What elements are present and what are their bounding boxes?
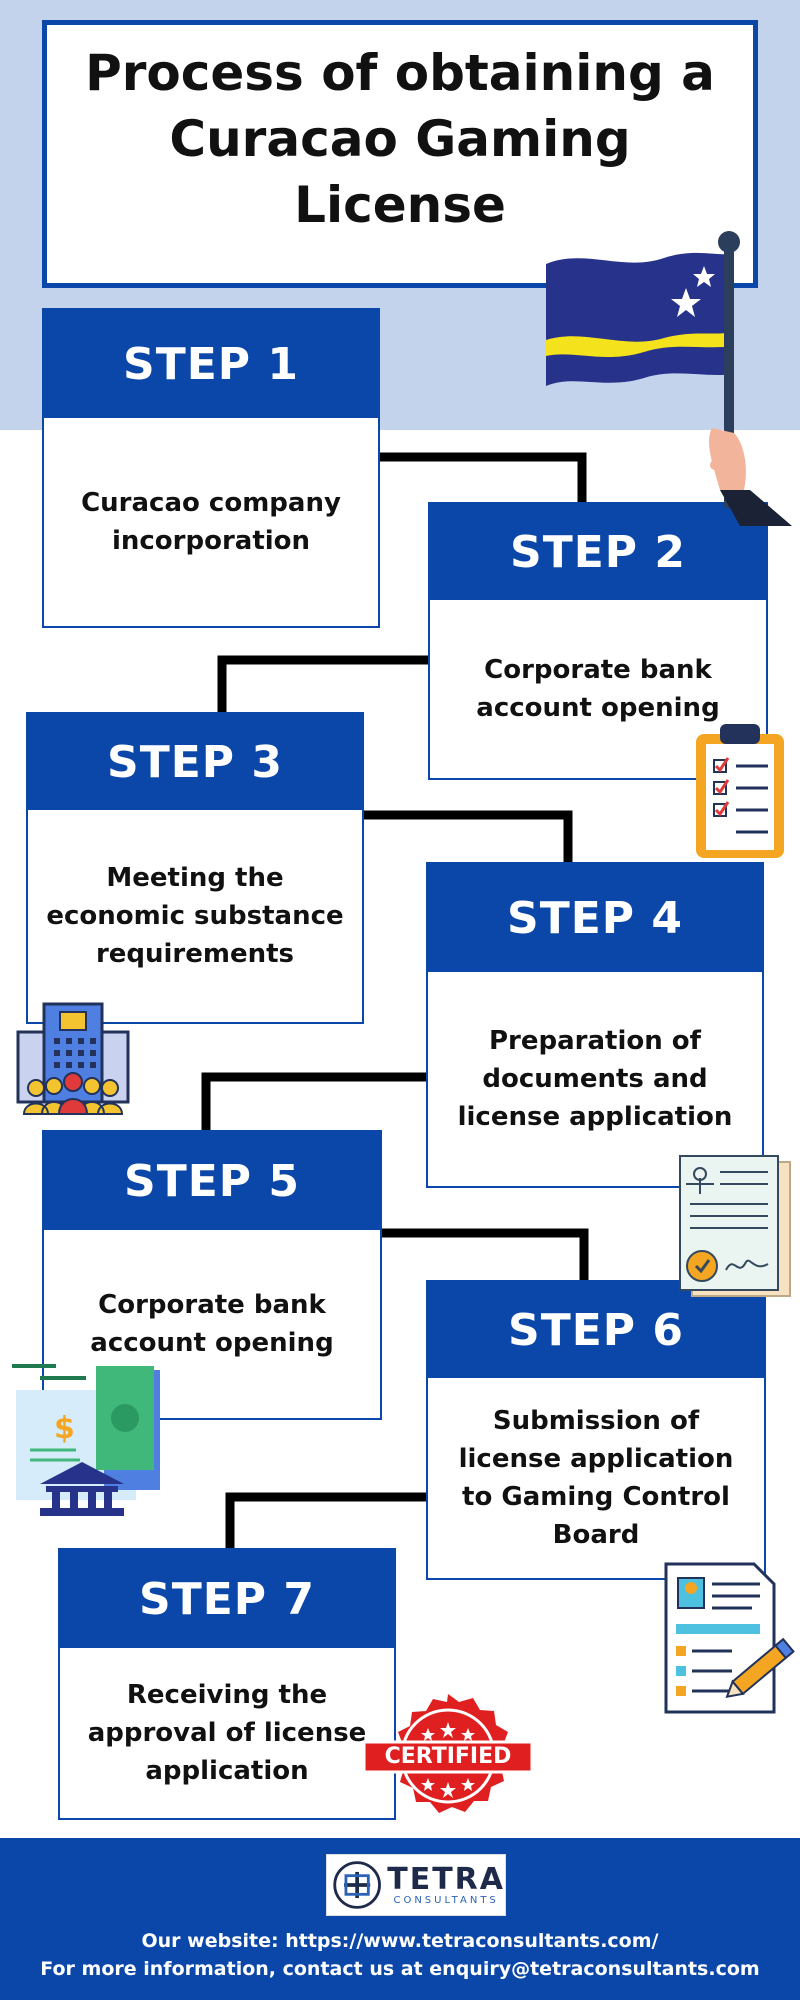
title-box: Process of obtaining a Curacao Gaming Li… xyxy=(42,20,758,288)
svg-text:$: $ xyxy=(54,1411,75,1446)
checklist-clipboard-icon xyxy=(696,724,784,858)
resume-document-pen-icon xyxy=(664,1562,795,1714)
bank-money-icon: $ xyxy=(12,1364,160,1516)
step-3-label: STEP 3 xyxy=(28,714,362,810)
logo-subtitle: CONSULTANTS xyxy=(393,1894,499,1906)
step-4-label: STEP 4 xyxy=(428,864,762,972)
tetra-logo-icon xyxy=(333,1861,381,1909)
step-5-label: STEP 5 xyxy=(44,1132,380,1230)
footer-contact: For more information, contact us at enqu… xyxy=(40,1958,760,1980)
certified-seal-text: CERTIFIED xyxy=(384,1744,512,1769)
legal-document-icon xyxy=(679,1155,791,1297)
logo-name: TETRA xyxy=(387,1861,505,1897)
curacao-flag-icon xyxy=(546,231,792,526)
step-7-label: STEP 7 xyxy=(60,1550,394,1648)
title-line-1: Process of obtaining a xyxy=(85,44,715,102)
office-building-people-icon xyxy=(16,1002,130,1115)
step-1-label: STEP 1 xyxy=(44,310,378,418)
footer-website: Our website: https://www.tetraconsultant… xyxy=(141,1930,659,1952)
step-2-label: STEP 2 xyxy=(430,504,766,600)
title-line-2: Curacao Gaming License xyxy=(169,110,631,234)
certified-seal-icon: CERTIFIED xyxy=(362,1682,534,1830)
page-title: Process of obtaining a Curacao Gaming Li… xyxy=(47,40,753,268)
tetra-logo: TETRA CONSULTANTS xyxy=(326,1854,506,1916)
step-6-label: STEP 6 xyxy=(428,1282,764,1378)
footer: TETRA CONSULTANTS Our website: https://w… xyxy=(0,1838,800,2000)
